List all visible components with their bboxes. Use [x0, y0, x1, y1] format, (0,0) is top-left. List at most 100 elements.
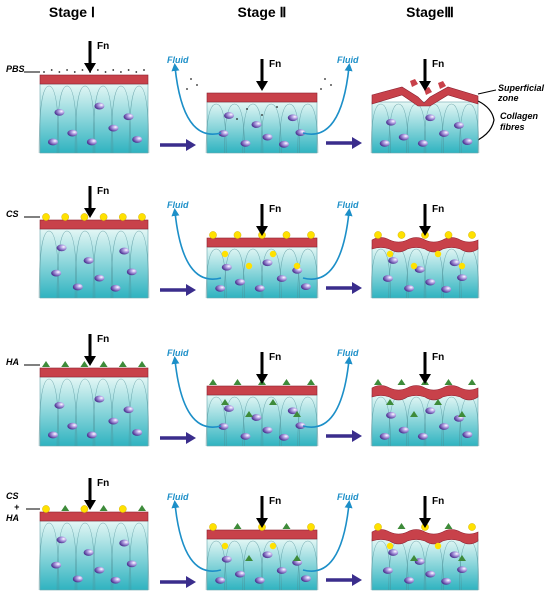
ha-particle — [269, 399, 277, 405]
pbs-particle — [112, 69, 115, 71]
chondrocyte-cell — [108, 417, 119, 425]
fluid-label-left: Fluid — [167, 492, 189, 502]
force-arrow-head — [419, 374, 431, 384]
chondrocyte-cell — [386, 411, 397, 419]
chondrocyte-cell — [240, 433, 251, 440]
cs-particle — [269, 542, 277, 550]
chondrocyte-cell — [108, 124, 119, 132]
chondrocyte-cell — [295, 129, 306, 137]
chondrocyte-cell — [67, 422, 78, 430]
ha-particle — [99, 505, 108, 511]
ha-particle — [99, 361, 108, 367]
force-label: Fn — [97, 478, 109, 489]
lubricant-label: CS — [6, 209, 19, 219]
ha-particle — [245, 411, 253, 417]
force-label: Fn — [269, 352, 281, 363]
cs-particle — [42, 213, 50, 221]
chondrocyte-cell — [119, 247, 130, 255]
cs-particle — [386, 542, 394, 550]
fluid-arrow-left — [171, 500, 222, 572]
cs-particle — [410, 262, 418, 270]
superficial-zone-label-1: Superficial — [498, 83, 545, 93]
pbs-particle — [50, 69, 53, 71]
pbs-particle — [66, 69, 68, 71]
chondrocyte-cell — [382, 567, 393, 574]
chondrocyte-cell — [254, 577, 265, 584]
superficial-zone — [39, 219, 149, 230]
ha-particle — [61, 505, 70, 511]
chondrocyte-cell — [51, 269, 62, 277]
force-label: Fn — [432, 496, 444, 507]
cartilage-debris — [438, 81, 446, 89]
fluid-arrow-left — [171, 208, 222, 280]
lubricant-label: PBS — [6, 64, 25, 74]
superficial-zone — [206, 92, 318, 103]
ha-particle — [118, 361, 127, 367]
chondrocyte-cell — [126, 560, 137, 568]
stage-progress-arrowhead — [186, 139, 196, 151]
stage-1-title: Stage Ⅰ — [49, 4, 95, 20]
chondrocyte-cell — [262, 259, 273, 267]
chondrocyte-cell — [462, 431, 473, 438]
chondrocyte-cell — [441, 577, 452, 585]
pbs-particle — [43, 71, 45, 73]
force-label: Fn — [432, 352, 444, 363]
cs-particle — [221, 250, 229, 258]
cs-particle — [245, 262, 253, 270]
force-arrow-head — [84, 356, 96, 366]
deformed-superficial-zone — [371, 529, 479, 545]
ha-particle — [468, 379, 476, 385]
cs-particle — [42, 505, 50, 513]
pbs-particle — [236, 118, 238, 120]
chondrocyte-cell — [457, 566, 468, 573]
cs-particle — [386, 250, 394, 258]
collagen-fibre — [297, 540, 319, 591]
fluid-label-right: Fluid — [337, 348, 359, 358]
superficial-zone — [206, 529, 318, 540]
ha-particle — [221, 399, 229, 405]
ha-particle — [233, 523, 242, 529]
pbs-particle — [96, 69, 99, 71]
stage-progress-arrowhead — [352, 137, 362, 149]
cs-particle — [61, 213, 69, 221]
chondrocyte-cell — [218, 423, 229, 430]
chondrocyte-cell — [287, 114, 298, 122]
fluid-label-left: Fluid — [167, 200, 189, 210]
chondrocyte-cell — [224, 112, 234, 119]
ha-particle — [434, 399, 442, 405]
stage-progress-arrowhead — [352, 282, 362, 294]
chondrocyte-cell — [457, 274, 468, 281]
chondrocyte-cell — [386, 118, 397, 126]
chondrocyte-cell — [221, 555, 232, 563]
pbs-particle — [104, 71, 107, 73]
collagen-fibres-label-2: fibres — [500, 122, 525, 132]
cs-particle — [221, 542, 229, 550]
ha-particle — [386, 399, 394, 405]
chondrocyte-cell — [379, 140, 390, 147]
force-arrow-head — [256, 81, 268, 91]
chondrocyte-cell — [398, 426, 409, 434]
chondrocyte-cell — [301, 283, 311, 290]
fluid-label-right: Fluid — [337, 200, 359, 210]
fluid-arrow-left — [171, 63, 222, 135]
force-label: Fn — [432, 204, 444, 215]
collagen-fibre — [128, 522, 150, 591]
chondrocyte-cell — [388, 257, 399, 264]
chondrocyte-cell — [110, 284, 121, 292]
chondrocyte-cell — [439, 423, 450, 430]
pbs-particle — [186, 88, 188, 90]
chondrocyte-cell — [67, 129, 78, 137]
chondrocyte-cell — [382, 275, 393, 282]
fluid-label-right: Fluid — [337, 492, 359, 502]
chondrocyte-cell — [292, 267, 303, 274]
force-arrow-head — [419, 226, 431, 236]
damaged-superficial-zone — [371, 86, 479, 107]
pbs-particle — [261, 114, 263, 116]
superficial-zone — [206, 237, 318, 248]
pbs-particle — [246, 108, 248, 110]
chondrocyte-cell — [94, 395, 105, 403]
ha-particle — [444, 379, 453, 385]
superficial-zone-annotation: Superficial zone — [477, 83, 545, 103]
chondrocyte-cell — [439, 130, 450, 137]
chondrocyte-cell — [398, 133, 409, 141]
